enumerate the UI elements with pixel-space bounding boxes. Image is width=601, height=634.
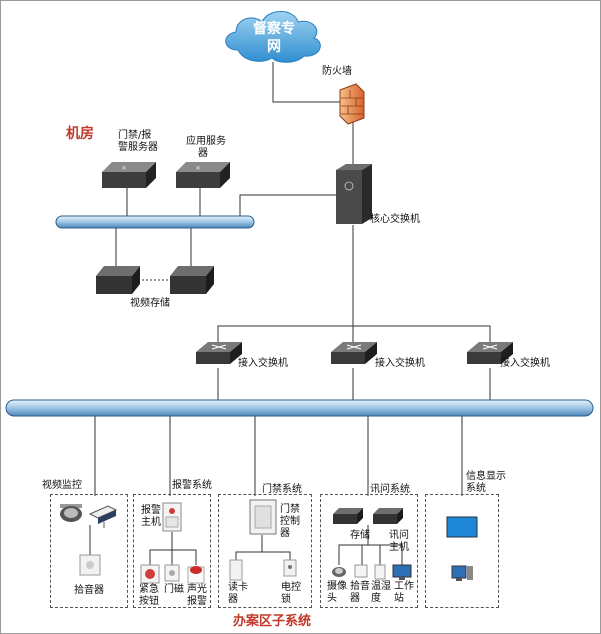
emergency-button-icon: [140, 564, 160, 584]
access-server-label: 门禁/报 警服务器: [118, 130, 158, 154]
interrogation-storage-label: 存储: [350, 530, 370, 541]
core-switch-label: 核心交换机: [370, 214, 420, 225]
alarm-host-icon: [162, 502, 182, 532]
card-reader-icon: [229, 559, 243, 581]
interrogation-pickup-icon: [354, 564, 368, 578]
footer-title: 办案区子系统: [233, 614, 312, 629]
video-storage-icon: [96, 266, 214, 294]
access-switch-label-2: 接入交换机: [375, 358, 425, 369]
alarm-subsystem-box: [133, 494, 211, 608]
electric-lock-label: 电控 锁: [281, 582, 301, 606]
interrogation-host-label: 讯问 主机: [389, 530, 409, 554]
app-server-label-line1: 应用服务: [186, 136, 226, 147]
workstation-label-line1: 工作: [394, 581, 414, 592]
core-switch-icon: [336, 164, 372, 224]
temp-humidity-label-line2: 度: [371, 593, 381, 604]
access-controller-label: 门禁 控制 器: [280, 504, 300, 540]
emergency-button-label-line1: 紧急: [139, 584, 159, 595]
interrogation-camera-icon: [332, 567, 346, 577]
workstation-label: 工作 站: [394, 581, 414, 605]
access-switch-icon: [196, 342, 513, 364]
machine-room-bus: [55, 215, 255, 229]
sound-light-alarm-icon: [187, 566, 205, 584]
display-screen-icon: [446, 516, 478, 538]
electric-lock-label-line2: 锁: [281, 594, 291, 605]
electric-lock-icon: [283, 559, 297, 577]
door-magnet-icon: [164, 564, 180, 582]
interrogation-camera-label-line2: 头: [327, 593, 337, 604]
access-server-label-line1: 门禁/报: [118, 130, 152, 141]
access-switch-label-1: 接入交换机: [238, 358, 288, 369]
interrogation-subsystem-box: [320, 494, 418, 608]
sound-light-label: 声光 报警: [187, 584, 207, 608]
temp-humidity-label: 温湿 度: [371, 581, 391, 605]
access-title: 门禁系统: [262, 484, 302, 495]
firewall-icon: [339, 83, 365, 125]
cloud-label: 督察专 网: [246, 20, 302, 56]
card-reader-label-line2: 器: [228, 594, 238, 605]
interrogation-pickup-label-line1: 拾音: [350, 581, 370, 592]
alarm-host-label-line2: 主机: [141, 517, 161, 528]
door-magnet-label: 门磁: [164, 584, 184, 595]
interrogation-host-label-line1: 讯问: [389, 530, 409, 541]
video-pickup-label: 拾音器: [74, 585, 104, 596]
interrogation-storage-icon: [333, 508, 363, 524]
temp-humidity-label-line1: 温湿: [371, 581, 391, 592]
access-controller-label-line1: 门禁: [280, 504, 300, 515]
cloud-icon: [225, 11, 321, 63]
card-reader-label: 读卡 器: [228, 582, 248, 606]
interrogation-camera-label: 摄像 头: [327, 581, 347, 605]
pickup-icon: [79, 554, 101, 576]
interrogation-camera-label-line1: 摄像: [327, 581, 347, 592]
sound-light-label-line2: 报警: [187, 596, 207, 607]
machine-room-label: 机房: [66, 126, 94, 142]
emergency-button-label: 紧急 按钮: [139, 584, 159, 608]
main-bus: [5, 399, 594, 417]
interrogation-title: 讯问系统: [370, 484, 410, 495]
cloud-label-line2: 网: [267, 39, 281, 55]
dome-camera-icon: [60, 504, 82, 522]
alarm-title: 报警系统: [172, 480, 212, 491]
app-server-icon: ✕: [176, 162, 230, 188]
video-storage-label: 视频存储: [130, 298, 170, 309]
workstation-label-line2: 站: [394, 593, 404, 604]
interrogation-host-label-line2: 主机: [389, 542, 409, 553]
app-server-label-line2: 器: [198, 148, 208, 159]
access-controller-label-line3: 器: [280, 528, 290, 539]
info-display-title-line2: 系统: [466, 483, 486, 494]
access-server-label-line2: 警服务器: [118, 142, 158, 153]
emergency-button-label-line2: 按钮: [139, 596, 159, 607]
access-alarm-server-icon: ✕: [102, 162, 156, 188]
info-display-title-line1: 信息显示: [466, 471, 506, 482]
firewall-label: 防火墙: [322, 66, 352, 77]
access-subsystem-box: [218, 494, 312, 608]
access-controller-label-line2: 控制: [280, 516, 300, 527]
svg-text:✕: ✕: [195, 165, 200, 172]
temp-humidity-icon: [374, 564, 386, 580]
electric-lock-label-line1: 电控: [281, 582, 301, 593]
alarm-host-label-line1: 报警: [141, 505, 161, 516]
access-switch-label-3: 接入交换机: [500, 358, 550, 369]
workstation-icon: [392, 564, 412, 580]
alarm-host-label: 报警 主机: [141, 505, 161, 529]
display-pc-icon: [451, 565, 473, 581]
bullet-camera-icon: [88, 505, 118, 528]
interrogation-host-icon: [373, 508, 403, 524]
connection-lines: [89, 62, 491, 565]
sound-light-label-line1: 声光: [187, 584, 207, 595]
info-display-subsystem-box: [425, 494, 499, 608]
interrogation-pickup-label: 拾音 器: [350, 581, 370, 605]
svg-text:✕: ✕: [121, 165, 126, 172]
app-server-label: 应用服务 器: [186, 136, 226, 160]
card-reader-label-line1: 读卡: [228, 582, 248, 593]
video-subsystem-box: [50, 494, 128, 608]
info-display-title: 信息显示 系统: [466, 471, 506, 495]
interrogation-pickup-label-line2: 器: [350, 593, 360, 604]
access-controller-icon: [249, 499, 277, 535]
cloud-label-line1: 督察专: [253, 21, 295, 37]
video-title: 视频监控: [42, 480, 82, 491]
